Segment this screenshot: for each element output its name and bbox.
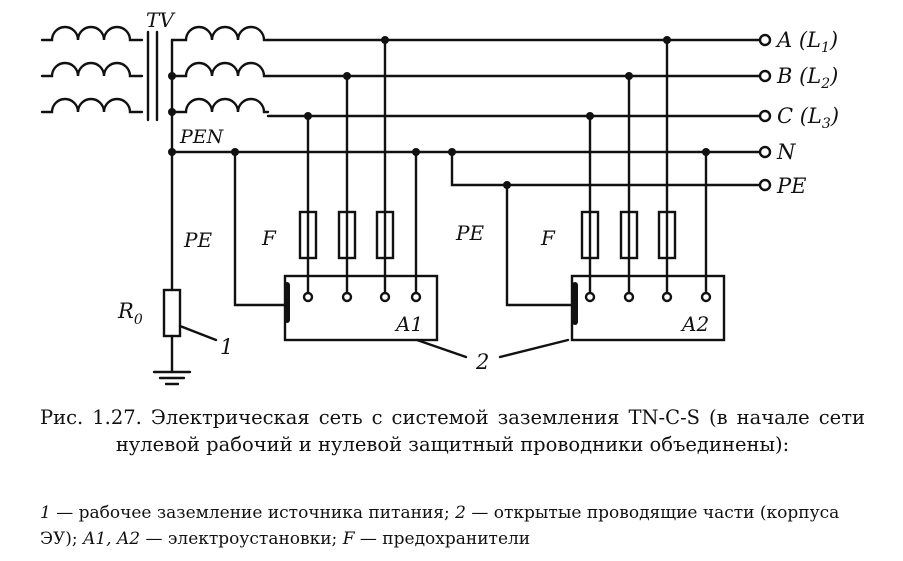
label-resistor: R0 bbox=[117, 299, 143, 328]
label-unit-a2: A2 bbox=[680, 312, 709, 336]
label-fuse-right: F bbox=[540, 226, 556, 250]
legend-1-text: — рабочее заземление источника питания; bbox=[50, 503, 456, 523]
junction-dots bbox=[168, 36, 710, 189]
label-callout-2: 2 bbox=[475, 350, 489, 374]
legend-1-number: 1 bbox=[40, 503, 51, 523]
label-unit-a1: A1 bbox=[394, 312, 423, 336]
label-pen: PEN bbox=[179, 126, 225, 148]
callout-2-leader-right bbox=[498, 338, 570, 359]
label-fuse-left: F bbox=[261, 226, 277, 250]
line-terminals bbox=[758, 33, 772, 192]
label-pe-right: PE bbox=[455, 221, 484, 245]
label-phase-a: A (L1) bbox=[775, 28, 838, 56]
primary-winding bbox=[40, 25, 144, 114]
callout-1-leader bbox=[178, 324, 218, 342]
unit-a2-fuses bbox=[580, 210, 677, 260]
legend-fuse-text: — предохранители bbox=[354, 529, 531, 549]
figure-caption: Рис. 1.27. Электрическая сеть с системой… bbox=[40, 406, 865, 456]
tn-c-s-network-diagram: TV PEN A (L1) B (L2) C (L3) N PE PE PE F… bbox=[40, 8, 839, 386]
unit-a1-fuses bbox=[298, 210, 395, 260]
label-pe-terminal: PE bbox=[776, 174, 806, 198]
pe-wire-a2 bbox=[505, 183, 574, 307]
ground-symbol bbox=[152, 370, 192, 386]
legend-units: A1, A2 bbox=[83, 529, 141, 549]
label-phase-b: B (L2) bbox=[776, 64, 838, 92]
line-pe bbox=[450, 150, 762, 187]
secondary-winding bbox=[170, 25, 270, 114]
legend-2-number: 2 bbox=[455, 503, 466, 523]
resistor-r0 bbox=[162, 288, 182, 338]
legend-2-text: — открытые проводящие части (корпуса ЭУ)… bbox=[40, 503, 840, 549]
callout-2-leader-left bbox=[415, 338, 468, 359]
unit-a1-terminals bbox=[302, 291, 422, 303]
figure-legend: 1 — рабочее заземление источника питания… bbox=[40, 500, 865, 552]
label-pe-left: PE bbox=[183, 228, 212, 252]
label-phase-c: C (L3) bbox=[777, 104, 839, 132]
label-callout-1: 1 bbox=[220, 335, 233, 359]
pe-wire-a1 bbox=[233, 150, 286, 307]
label-neutral: N bbox=[776, 140, 796, 164]
unit-a2-terminals bbox=[584, 291, 712, 303]
label-transformer: TV bbox=[146, 8, 176, 32]
legend-units-text: — электроустановки; bbox=[140, 529, 343, 549]
legend-fuse: F bbox=[342, 529, 355, 549]
